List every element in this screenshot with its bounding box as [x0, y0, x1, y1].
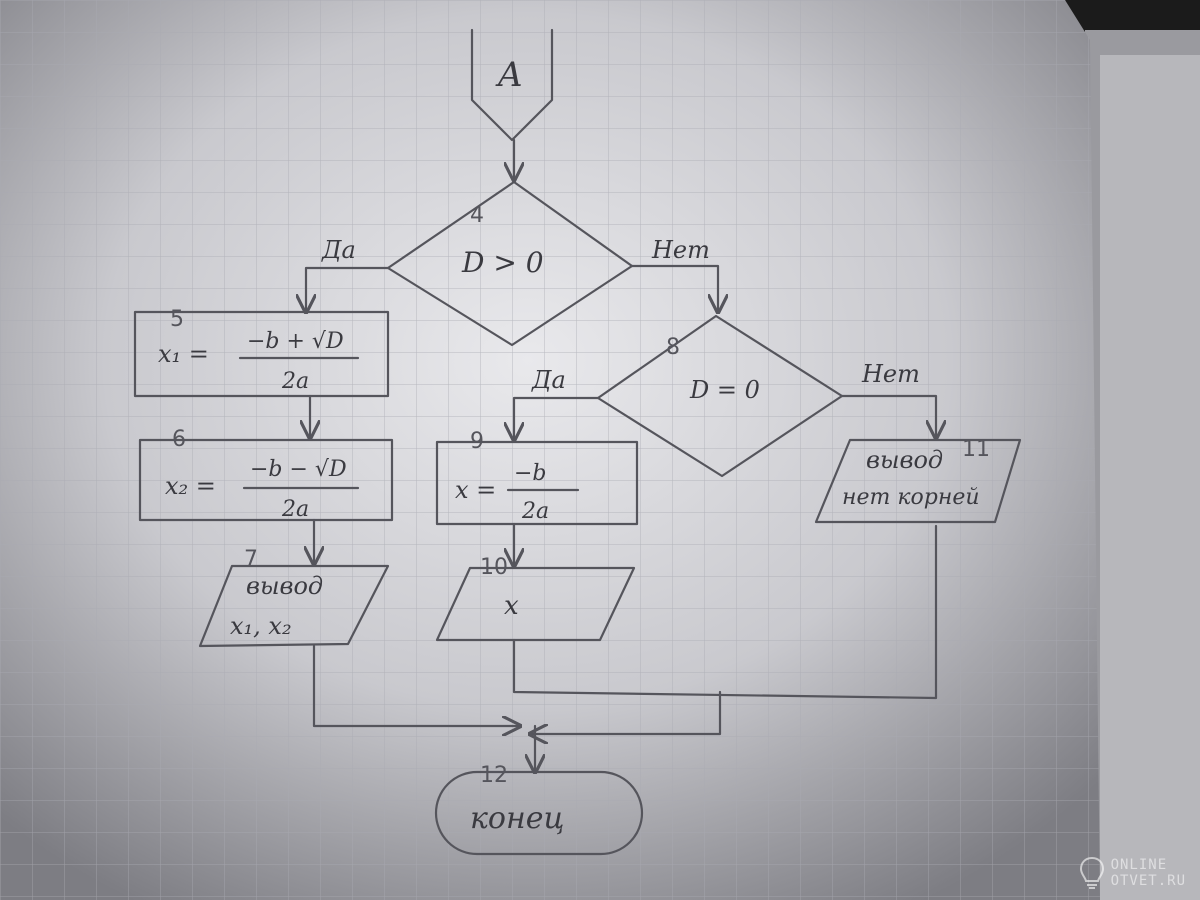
arrow-out1-to-join — [312, 644, 520, 726]
x2-lhs: x₂ = — [165, 472, 216, 500]
x1-lhs: x₁ = — [158, 340, 209, 368]
process-x: 9 x = −b 2a — [435, 429, 639, 526]
block-number-5: 5 — [170, 307, 184, 332]
line-out2-out3-join — [512, 524, 938, 700]
process-x1: 5 x₁ = −b + √D 2a — [133, 307, 390, 398]
watermark-line2: OTVET.RU — [1110, 873, 1186, 889]
label-yes-cond1: Да — [321, 236, 356, 264]
out2-text: x — [504, 591, 519, 621]
condition-d-eq-0: D = 0 — [689, 376, 760, 404]
decision-d-greater-zero: 4 D > 0 Да Нет — [321, 180, 710, 347]
watermark-line1: ONLINE — [1110, 857, 1168, 873]
connector-a: A — [470, 28, 554, 142]
terminator-end: 12 конец — [434, 763, 644, 856]
x-numerator: −b — [514, 461, 547, 486]
block-number-6: 6 — [172, 427, 186, 452]
label-no-cond1: Нет — [651, 236, 710, 264]
arrow-cond1-yes — [306, 266, 390, 312]
x1-numerator: −b + √D — [247, 329, 344, 354]
x2-denominator: 2a — [281, 497, 309, 522]
block-number-10: 10 — [480, 555, 508, 580]
arrow-join-to-main — [530, 690, 722, 734]
out1-line1: вывод — [246, 572, 323, 600]
connector-label: A — [495, 55, 523, 95]
lightbulb-icon — [1079, 856, 1104, 889]
out1-line2: x₁, x₂ — [230, 612, 292, 640]
block-number-12: 12 — [480, 763, 508, 788]
block-number-4: 4 — [470, 203, 484, 228]
block-number-8: 8 — [666, 335, 680, 360]
output-x: 10 x — [435, 555, 636, 642]
arrow-cond2-no — [840, 394, 936, 438]
label-yes-cond2: Да — [531, 366, 566, 394]
x-denominator: 2a — [521, 499, 549, 524]
process-x2: 6 x₂ = −b − √D 2a — [138, 427, 394, 522]
watermark: ONLINE OTVET.RU — [1079, 856, 1186, 890]
arrow-cond1-no — [630, 264, 718, 312]
block-number-11: 11 — [962, 437, 990, 462]
out3-line1: вывод — [866, 446, 943, 474]
x-lhs: x = — [455, 476, 496, 504]
label-no-cond2: Нет — [861, 360, 920, 388]
condition-d-gt-0: D > 0 — [461, 246, 544, 279]
output-x1-x2: 7 вывод x₁, x₂ — [198, 547, 390, 648]
block-number-9: 9 — [470, 429, 484, 454]
decision-d-equals-zero: 8 D = 0 Да Нет — [531, 314, 920, 478]
output-no-roots: 11 вывод нет корней — [814, 437, 1022, 524]
block-number-7: 7 — [244, 547, 258, 572]
end-text: конец — [470, 801, 564, 836]
out3-line2: нет корней — [842, 485, 980, 510]
x2-numerator: −b − √D — [250, 457, 347, 482]
arrow-cond2-yes — [514, 396, 600, 440]
x1-denominator: 2a — [281, 369, 309, 394]
